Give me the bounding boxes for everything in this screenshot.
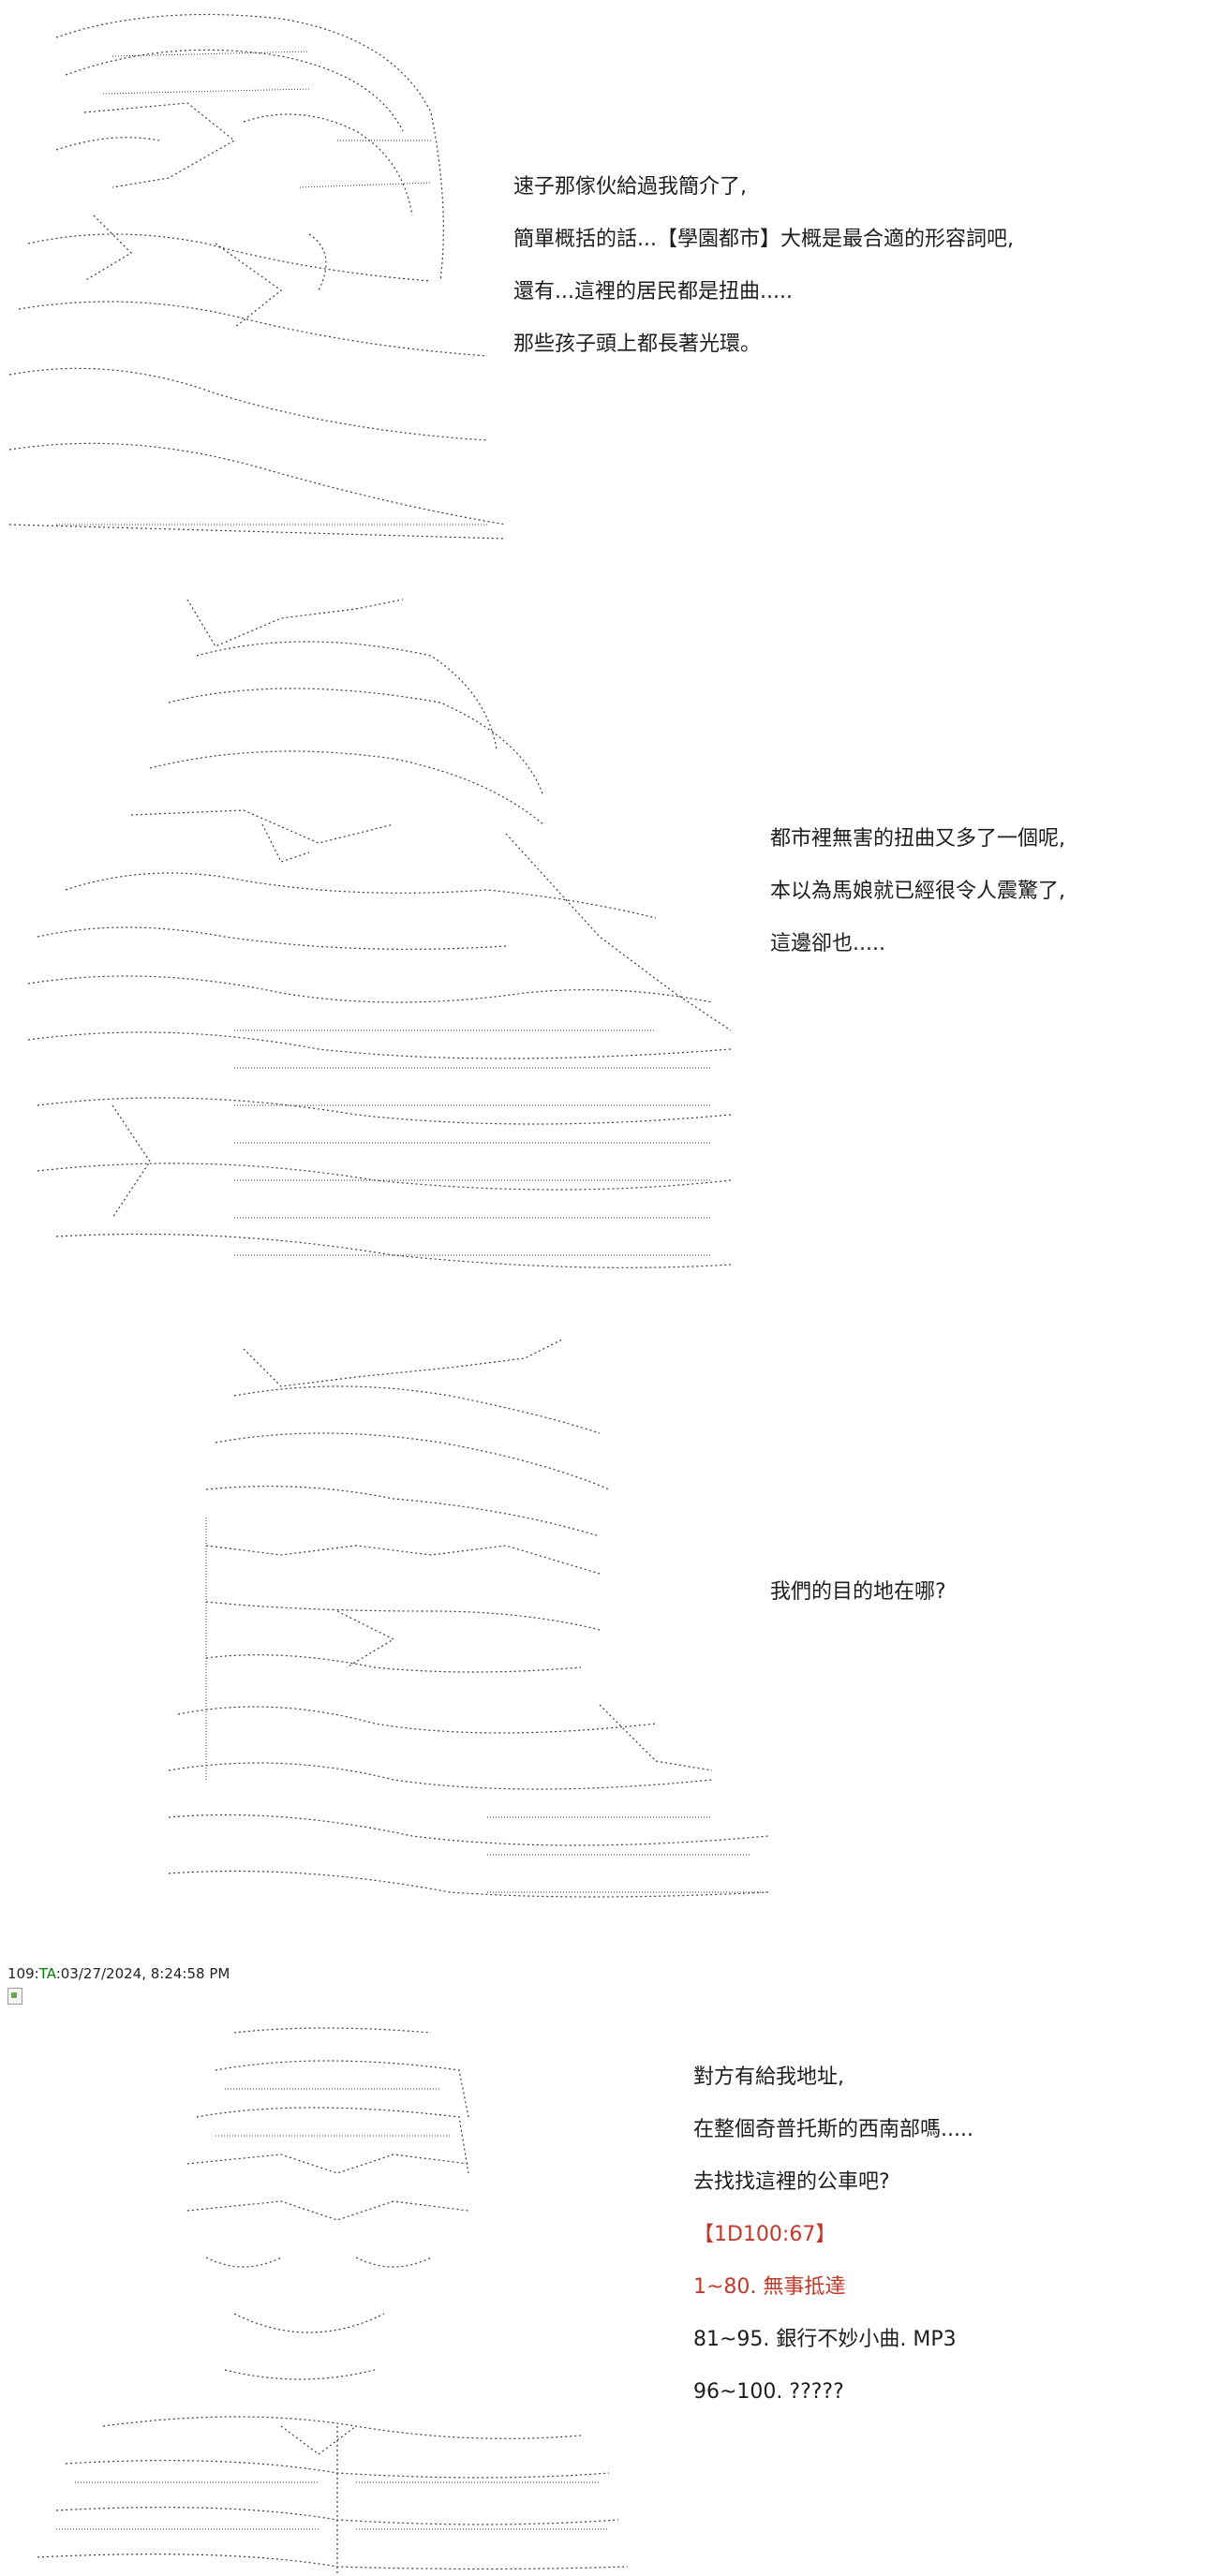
ascii-art-character-1: [8, 13, 507, 540]
dialogue-line: 我們的目的地在哪?: [770, 1580, 946, 1604]
ascii-art-character-4: [37, 2027, 629, 2576]
dialogue-panel-3: 我們的目的地在哪?: [770, 1566, 946, 1619]
post-separator: :: [34, 1965, 39, 1982]
ascii-art-character-3: [168, 1339, 769, 1898]
ascii-art-character-2: [27, 599, 732, 1268]
outcome-line: 81~95. 銀行不妙小曲. MP3: [693, 2328, 957, 2351]
dialogue-line: 本以為馬娘就已經很令人震驚了,: [770, 880, 1065, 903]
dice-roll-suffix: 】: [815, 2223, 837, 2246]
post-datetime: :03/27/2024, 8:24:58 PM: [55, 1965, 230, 1982]
post-header: 109:TA:03/27/2024, 8:24:58 PM: [7, 1965, 230, 1982]
dialogue-line: 對方有給我地址,: [693, 2065, 844, 2089]
dialogue-line: 速子那傢伙給過我簡介了,: [513, 175, 747, 199]
dialogue-line: 去找找這裡的公車吧?: [693, 2170, 890, 2194]
dialogue-line: 都市裡無害的扭曲又多了一個呢,: [770, 827, 1065, 851]
dialogue-line: 那些孩子頭上都長著光環。: [513, 333, 762, 356]
dialogue-line: 簡單概括的話...【學園都市】大概是最合適的形容詞吧,: [513, 228, 1014, 251]
broken-image-icon[interactable]: [7, 1988, 22, 2005]
post-author: TA: [38, 1965, 56, 1982]
dialogue-line: 在整個奇普托斯的西南部嗎.....: [693, 2118, 973, 2141]
dice-roll-result: 【1D100:67】: [693, 2209, 973, 2261]
dialogue-panel-2: 都市裡無害的扭曲又多了一個呢, 本以為馬娘就已經很令人震驚了, 這邊卻也....…: [770, 813, 1065, 970]
dialogue-line: 這邊卻也.....: [770, 932, 885, 955]
panel-4: 對方有給我地址, 在整個奇普托斯的西南部嗎..... 去找找這裡的公車吧? 【1…: [0, 2014, 1218, 2576]
panel-2: 都市裡無害的扭曲又多了一個呢, 本以為馬娘就已經很令人震驚了, 這邊卻也....…: [0, 581, 1218, 1302]
dice-roll-value: 67: [789, 2223, 816, 2246]
dice-roll-prefix: 【1D100:: [693, 2223, 790, 2246]
panel-1: 速子那傢伙給過我簡介了, 簡單概括的話...【學園都市】大概是最合適的形容詞吧,…: [0, 0, 1218, 562]
post-number[interactable]: 109: [7, 1965, 35, 1982]
outcome-line: 96~100. ?????: [693, 2380, 844, 2404]
dialogue-panel-4: 對方有給我地址, 在整個奇普托斯的西南部嗎..... 去找找這裡的公車吧? 【1…: [693, 2051, 973, 2419]
outcome-line-highlighted: 1~80. 無事抵達: [693, 2275, 846, 2299]
dialogue-panel-1: 速子那傢伙給過我簡介了, 簡單概括的話...【學園都市】大概是最合適的形容詞吧,…: [513, 161, 1014, 371]
panel-3: 我們的目的地在哪?: [0, 1330, 1218, 1930]
dialogue-line: 還有...這裡的居民都是扭曲.....: [513, 280, 793, 303]
